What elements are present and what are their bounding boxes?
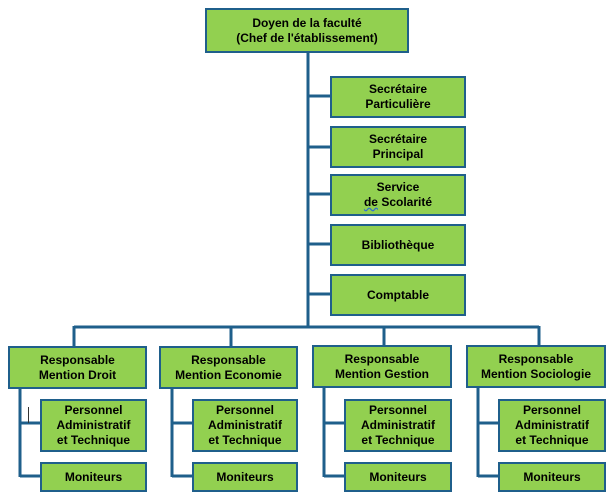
personnel-box-sociologie: Personnel Administratif et Technique	[498, 399, 606, 452]
dean-subtitle: (Chef de l'établissement)	[236, 30, 378, 45]
staff-label: Comptable	[366, 287, 429, 302]
mention-label: Responsable Mention Droit	[38, 352, 117, 382]
personnel-label: Personnel Administratif et Technique	[207, 403, 282, 447]
staff-box-service-scolarite: Service de Scolarité	[330, 174, 466, 216]
personnel-box-droit: Personnel Administratif et Technique	[40, 399, 147, 452]
personnel-label: Personnel Administratif et Technique	[56, 403, 131, 447]
mention-box-gestion: Responsable Mention Gestion	[312, 345, 452, 388]
moniteurs-box-droit: Moniteurs	[40, 462, 147, 492]
staff-label: Secrétaire Particulière	[365, 82, 431, 111]
moniteurs-box-economie: Moniteurs	[192, 462, 298, 492]
mention-box-economie: Responsable Mention Economie	[159, 346, 298, 389]
staff-box-comptable: Comptable	[330, 274, 466, 316]
staff-box-secretaire-principal: Secrétaire Principal	[330, 126, 466, 168]
dean-box: Doyen de la faculté (Chef de l'établisse…	[205, 8, 409, 53]
moniteurs-box-sociologie: Moniteurs	[498, 462, 606, 492]
moniteurs-label: Moniteurs	[64, 469, 123, 484]
moniteurs-label: Moniteurs	[523, 469, 581, 484]
spell-check-underline: de	[363, 195, 378, 209]
dean-title: Doyen de la faculté	[252, 15, 362, 30]
mention-box-droit: Responsable Mention Droit	[8, 346, 147, 389]
moniteurs-box-gestion: Moniteurs	[344, 462, 452, 492]
moniteurs-label: Moniteurs	[216, 469, 274, 484]
mention-label: Responsable Mention Sociologie	[481, 351, 591, 381]
mention-box-sociologie: Responsable Mention Sociologie	[466, 345, 606, 388]
personnel-label: Personnel Administratif et Technique	[360, 403, 435, 447]
personnel-box-economie: Personnel Administratif et Technique	[192, 399, 298, 452]
staff-label: Service de Scolarité	[363, 180, 433, 209]
staff-box-secretaire-particuliere: Secrétaire Particulière	[330, 76, 466, 118]
text-cursor	[28, 407, 29, 423]
staff-box-bibliotheque: Bibliothèque	[330, 224, 466, 266]
moniteurs-label: Moniteurs	[369, 469, 427, 484]
staff-label: Bibliothèque	[361, 237, 435, 252]
staff-label: Secrétaire Principal	[368, 132, 428, 161]
personnel-box-gestion: Personnel Administratif et Technique	[344, 399, 452, 452]
mention-label: Responsable Mention Gestion	[335, 351, 429, 381]
mention-label: Responsable Mention Economie	[175, 352, 282, 382]
personnel-label: Personnel Administratif et Technique	[514, 403, 589, 447]
